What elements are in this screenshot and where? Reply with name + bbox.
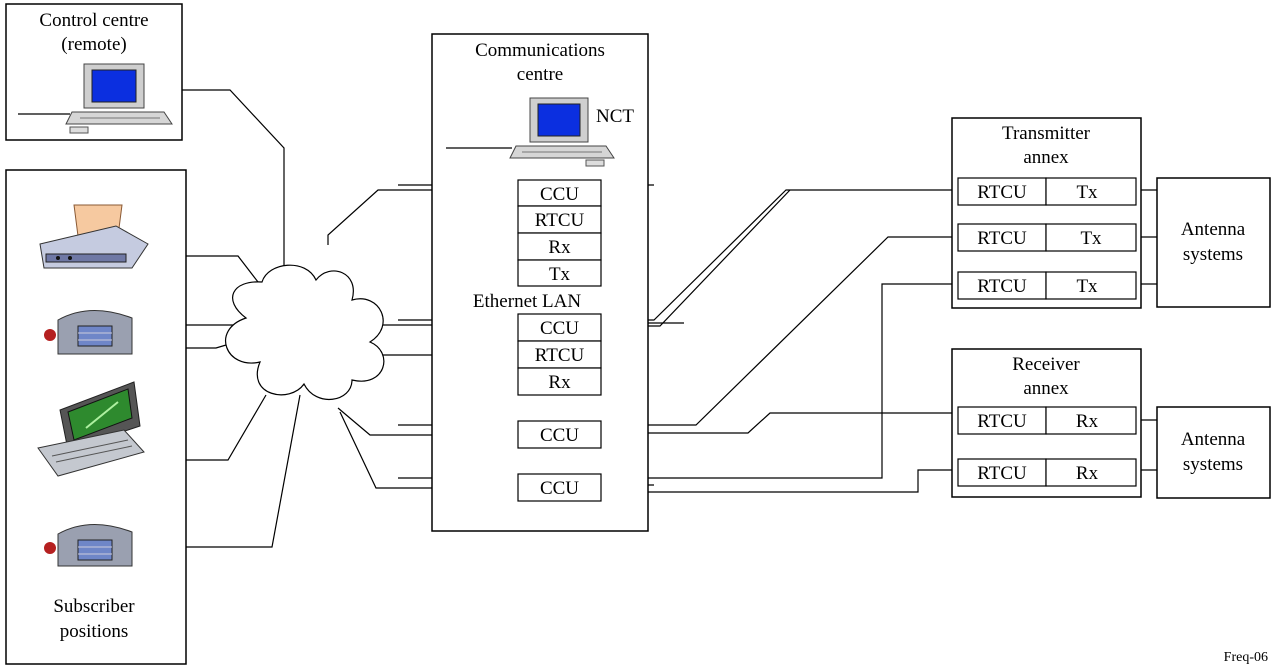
receiver-row-2: RTCU Rx (958, 459, 1136, 486)
antenna-rx-label-2: systems (1183, 454, 1243, 475)
subscriber-positions-box: Subscriber positions (6, 170, 186, 664)
subscriber-positions-label-2: positions (60, 621, 129, 642)
antenna-systems-tx-box: Antenna systems (1157, 178, 1270, 307)
control-centre-title-1: Control centre (39, 10, 148, 31)
receiver-annex-box: Receiver annex RTCU Rx RTCU Rx (952, 349, 1141, 497)
receiver-row-1: RTCU Rx (958, 407, 1136, 434)
stack2-rtcu: RTCU (535, 345, 585, 366)
transmitter-annex-title-1: Transmitter (1002, 123, 1091, 144)
tx-row2-rtcu: RTCU (977, 228, 1027, 249)
antenna-tx-label-2: systems (1183, 244, 1243, 265)
stack2-ccu: CCU (540, 318, 579, 339)
stack1-ccu: CCU (540, 184, 579, 205)
antenna-rx-label-1: Antenna (1181, 429, 1246, 450)
ethernet-lan-label: Ethernet LAN (473, 291, 581, 312)
rx-row2-rx: Rx (1076, 463, 1099, 484)
receiver-annex-title-1: Receiver (1012, 354, 1080, 375)
transmitter-annex-title-2: annex (1023, 147, 1069, 168)
equipment-stack-2: CCU RTCU Rx (518, 314, 601, 395)
rx-row1-rx: Rx (1076, 411, 1099, 432)
tx-row1-tx: Tx (1076, 182, 1098, 203)
rx-row2-rtcu: RTCU (977, 463, 1027, 484)
network-cloud-icon (226, 265, 384, 399)
rx-row1-rtcu: RTCU (977, 411, 1027, 432)
equipment-stack-1: CCU RTCU Rx Tx (518, 180, 601, 286)
antenna-systems-rx-box: Antenna systems (1157, 407, 1270, 498)
ccu-unit-b: CCU (518, 474, 601, 501)
transmitter-row-3: RTCU Tx (958, 272, 1136, 299)
ccu-unit-a: CCU (518, 421, 601, 448)
receiver-annex-title-2: annex (1023, 378, 1069, 399)
control-centre-box: Control centre (remote) (6, 4, 182, 140)
nct-label: NCT (596, 106, 634, 127)
tx-row3-tx: Tx (1076, 276, 1098, 297)
ccu-a-label: CCU (540, 425, 579, 446)
control-centre-title-2: (remote) (61, 34, 126, 55)
tx-row2-tx: Tx (1080, 228, 1102, 249)
antenna-tx-label-1: Antenna (1181, 219, 1246, 240)
transmitter-row-1: RTCU Tx (958, 178, 1136, 205)
transmitter-row-2: RTCU Tx (958, 224, 1136, 251)
communications-centre-title-2: centre (517, 64, 563, 85)
subscriber-positions-label-1: Subscriber (53, 596, 135, 617)
communications-centre-title-1: Communications (475, 40, 605, 61)
stack1-rx: Rx (548, 237, 571, 258)
stack1-rtcu: RTCU (535, 210, 585, 231)
figure-reference: Freq-06 (1224, 650, 1268, 665)
communications-centre-box: Communications centre NCT CCU RTCU Rx Tx… (432, 34, 648, 531)
tx-row1-rtcu: RTCU (977, 182, 1027, 203)
ccu-b-label: CCU (540, 478, 579, 499)
stack2-rx: Rx (548, 372, 571, 393)
tx-row3-rtcu: RTCU (977, 276, 1027, 297)
stack1-tx: Tx (549, 264, 571, 285)
transmitter-annex-box: Transmitter annex RTCU Tx RTCU Tx RTCU T… (952, 118, 1141, 308)
